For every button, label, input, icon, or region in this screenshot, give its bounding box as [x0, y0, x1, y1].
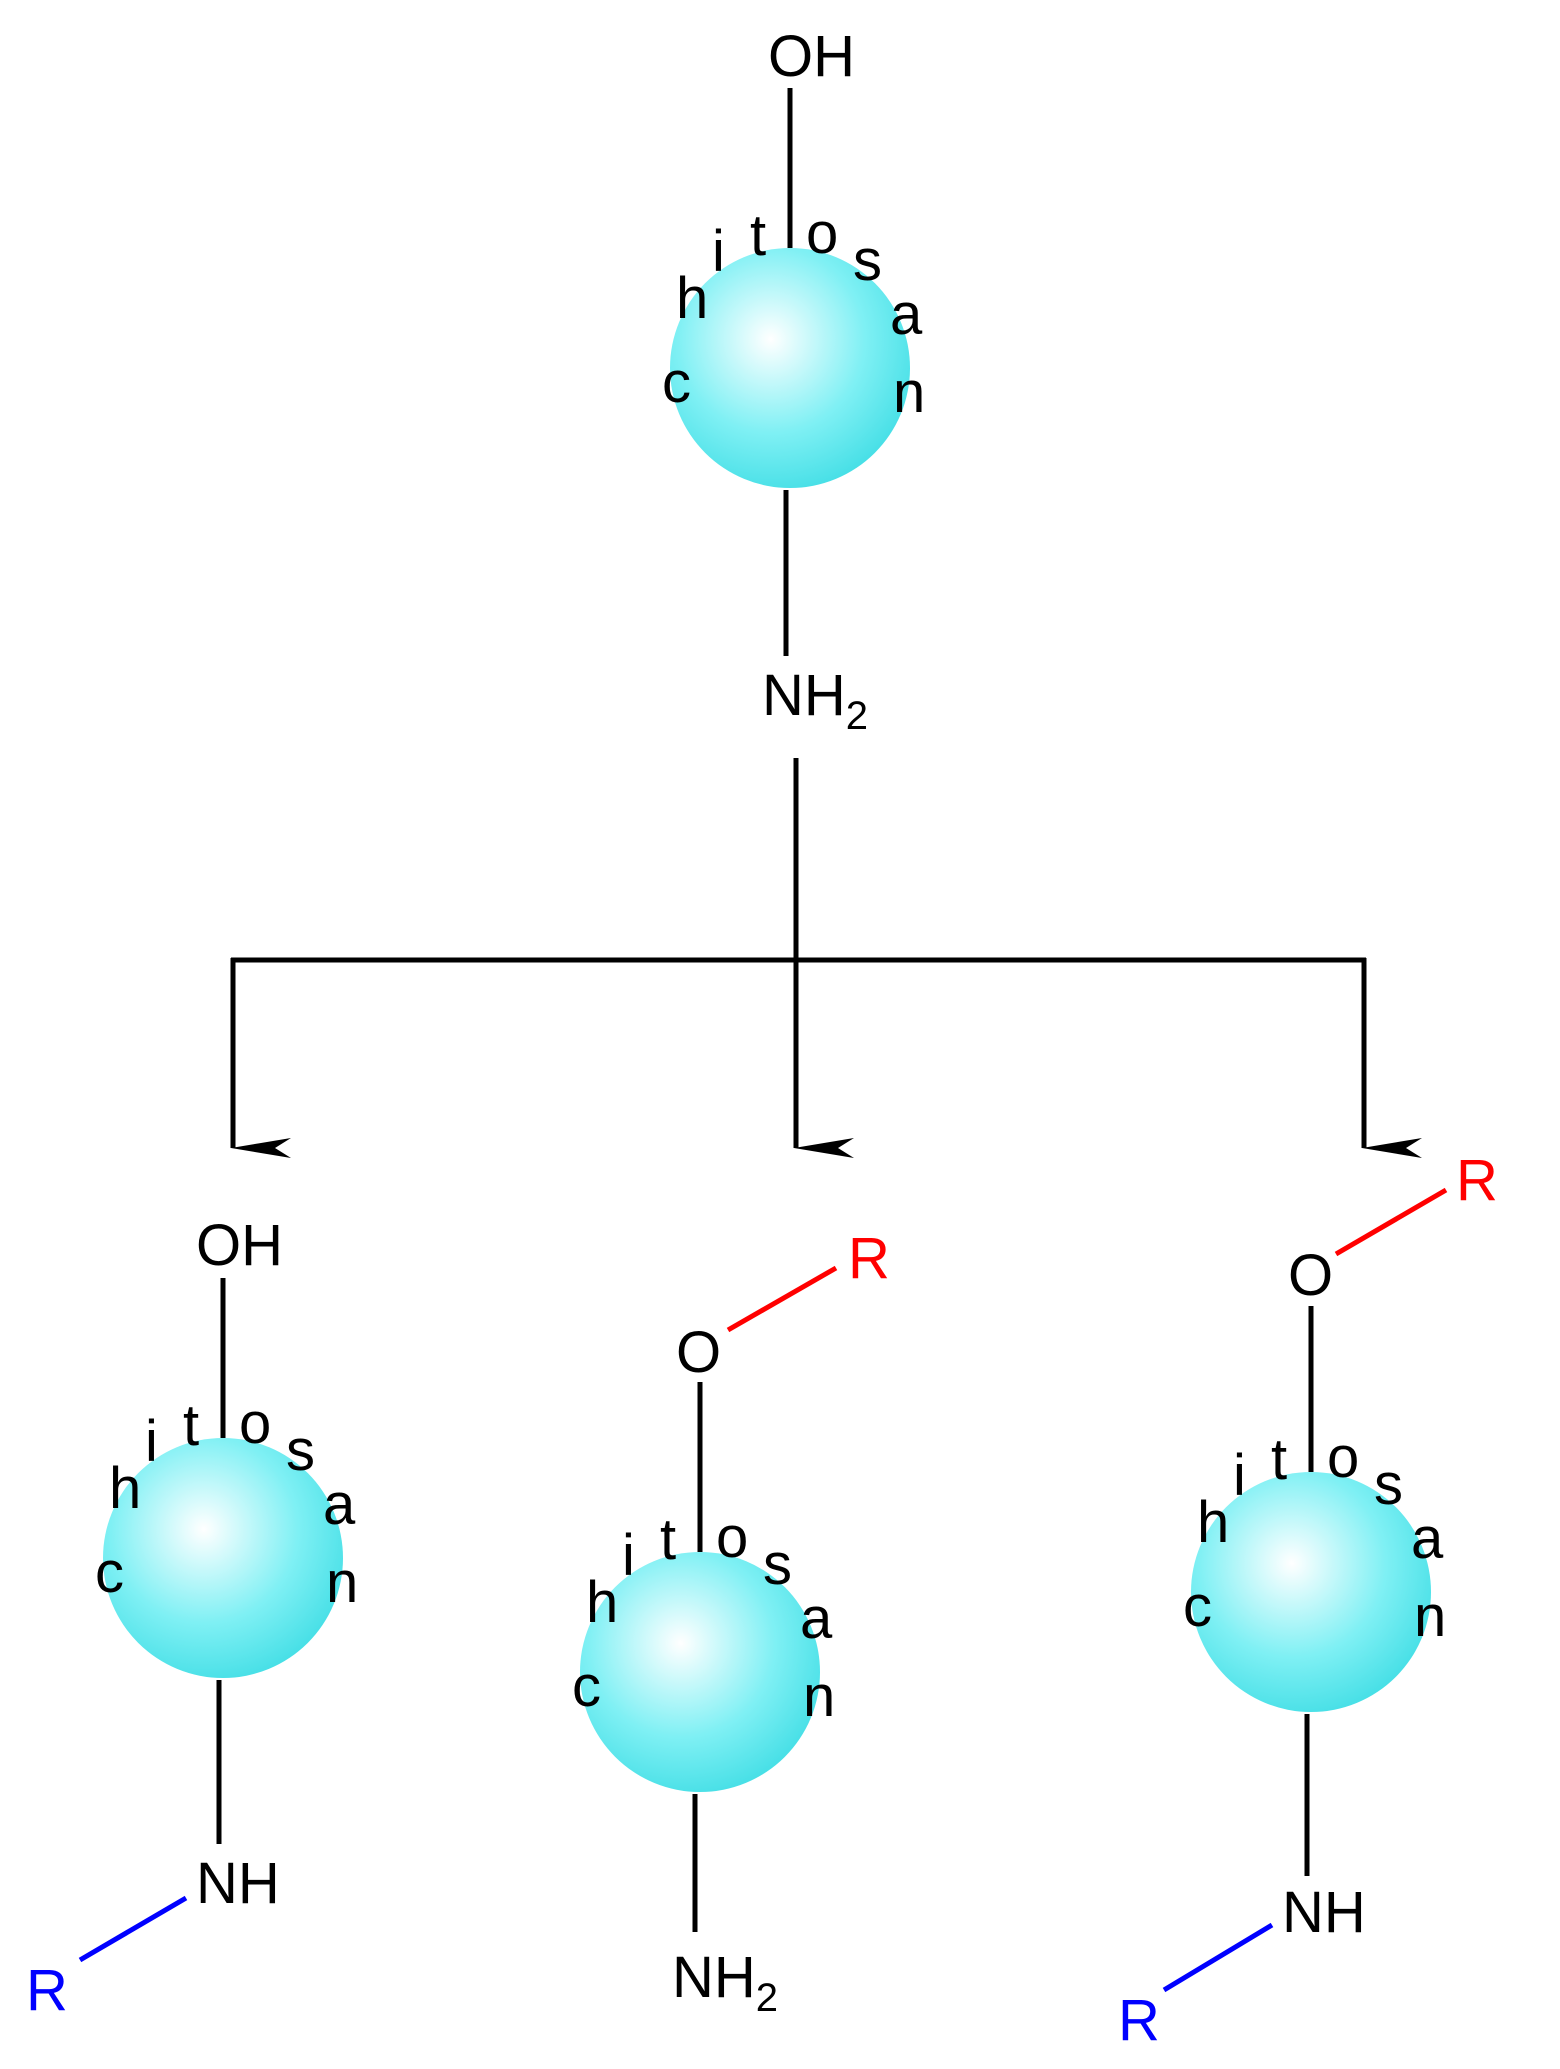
- oh-label: OH: [196, 1213, 283, 1278]
- ring-letter: i: [145, 1409, 158, 1474]
- ring-letter: o: [1327, 1425, 1359, 1490]
- ring-letter: o: [806, 201, 838, 266]
- ring-letter: i: [712, 219, 725, 284]
- ring-letter: s: [286, 1418, 315, 1483]
- r-label-blue: R: [1118, 1988, 1160, 2053]
- nh2-label: NH2: [762, 663, 868, 738]
- ring-letter: c: [662, 350, 691, 415]
- o-label: O: [676, 1320, 721, 1385]
- ring-letter: a: [800, 1586, 833, 1651]
- chitosan-bead: [580, 1552, 820, 1792]
- ring-letter: h: [109, 1456, 141, 1521]
- r-label-red: R: [1456, 1148, 1498, 1213]
- ring-letter: o: [716, 1505, 748, 1570]
- ring-letter: s: [763, 1532, 792, 1597]
- ring-letter: c: [95, 1540, 124, 1605]
- o-label: O: [1288, 1243, 1333, 1308]
- chitosan-bead: [670, 248, 910, 488]
- chitosan-bead: [103, 1438, 343, 1678]
- ring-letter: h: [676, 266, 708, 331]
- r-label-red: R: [848, 1226, 890, 1291]
- r-bond-blue: [78, 1895, 188, 1963]
- r-bond-blue: [1162, 1922, 1274, 1993]
- ring-letter: a: [323, 1472, 356, 1537]
- ring-letter: c: [572, 1654, 601, 1719]
- nh-label: NH: [1282, 1880, 1366, 1945]
- ring-letter: n: [803, 1664, 835, 1729]
- ring-letter: t: [183, 1393, 199, 1458]
- ring-letter: i: [1233, 1443, 1246, 1508]
- ring-letter: c: [1183, 1574, 1212, 1639]
- ring-letter: t: [1271, 1427, 1287, 1492]
- ring-letter: s: [853, 228, 882, 293]
- ring-letter: h: [586, 1570, 618, 1635]
- nh2-label: NH2: [672, 1945, 778, 2020]
- nh-label: NH: [196, 1851, 280, 1916]
- r-bond-red: [726, 1265, 838, 1333]
- ring-letter: a: [1411, 1506, 1444, 1571]
- ring-letter: n: [893, 360, 925, 425]
- r-label-blue: R: [26, 1958, 68, 2023]
- ring-letter: i: [622, 1523, 635, 1588]
- ring-letter: t: [660, 1507, 676, 1572]
- reaction-arrows: [230, 758, 1422, 1158]
- ring-letter: n: [326, 1550, 358, 1615]
- ring-letter: t: [750, 203, 766, 268]
- chitosan-bead: [1191, 1472, 1431, 1712]
- oh-label: OH: [768, 24, 855, 89]
- ring-letter: h: [1197, 1490, 1229, 1555]
- r-bond-red: [1334, 1187, 1448, 1257]
- ring-letter: s: [1374, 1452, 1403, 1517]
- ring-letter: a: [890, 282, 923, 347]
- ring-letter: n: [1414, 1584, 1446, 1649]
- ring-letter: o: [239, 1391, 271, 1456]
